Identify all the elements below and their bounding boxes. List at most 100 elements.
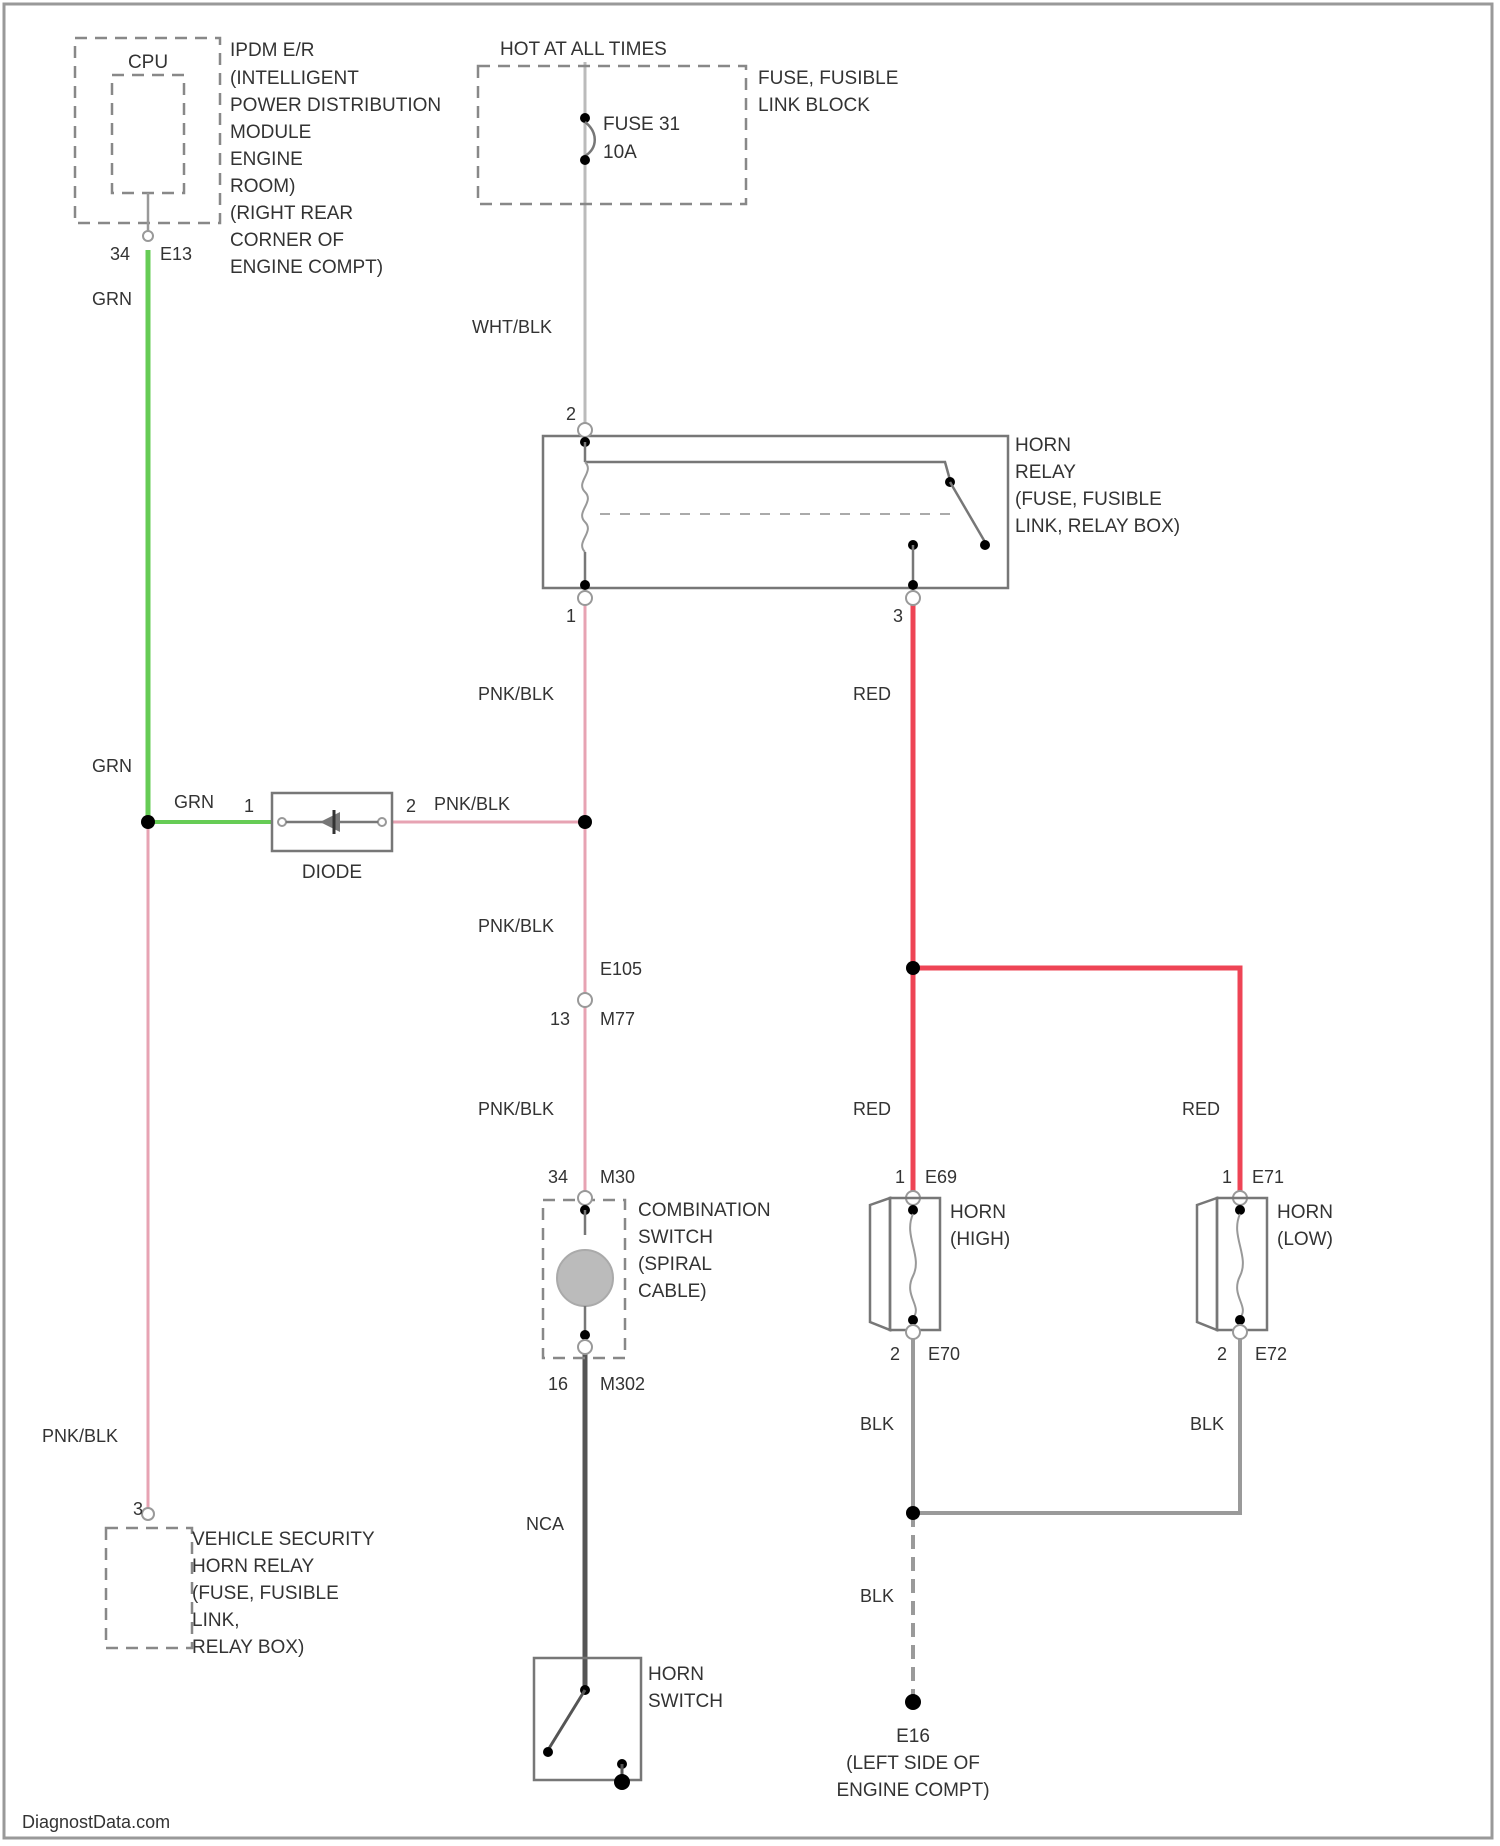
junction-blk [906,1506,920,1520]
junction-red [906,961,920,975]
wire-label-nca: NCA [526,1514,564,1534]
junction-grn [141,815,155,829]
wire-label-red: RED [853,684,891,704]
horn-relay-label-line: HORN [1015,435,1071,456]
security-relay-label-line: RELAY BOX) [192,1637,304,1658]
horn-high-icon [870,1198,890,1330]
diode-pin: 1 [244,796,254,816]
fuse-block-label-line: LINK BLOCK [758,95,870,116]
wire-label-blk: BLK [1190,1414,1224,1434]
horn-high-label-line: (HIGH) [950,1229,1010,1250]
horn-low-connector: E71 [1252,1167,1284,1187]
horn-high-pin: 2 [890,1344,900,1364]
combination-switch-pin: 34 [548,1167,568,1187]
ipdm-label-line: (RIGHT REAR [230,203,353,224]
horn-low-pin: 1 [1222,1167,1232,1187]
security-relay-label-line: (FUSE, FUSIBLE [192,1583,339,1604]
ipdm-label-line: (INTELLIGENT [230,68,359,89]
wire-red-low [913,968,1240,1198]
wire-label-pnk-blk: PNK/BLK [478,1099,554,1119]
horn-switch-label-line: HORN [648,1664,704,1685]
horn-relay-pin: 3 [893,606,903,626]
wire-label-pnk-blk: PNK/BLK [478,684,554,704]
relay-coil-icon [582,462,588,552]
combination-switch-label-line: (SPIRAL [638,1254,712,1275]
horn-high-connector: E70 [928,1344,960,1364]
combination-switch-connector: M302 [600,1374,645,1394]
security-relay-label-line: LINK, [192,1610,240,1631]
fuse-terminal-bottom [580,155,590,165]
fuse-block-header: HOT AT ALL TIMES [500,39,667,60]
diode-label: DIODE [302,862,362,883]
connector-e105-pin: 13 [550,1009,570,1029]
horn-high-label-line: HORN [950,1202,1006,1223]
vehicle-security-horn-relay: 3 VEHICLE SECURITY HORN RELAY (FUSE, FUS… [106,1499,375,1658]
ipdm-cpu-label: CPU [128,52,168,73]
combination-switch-pin: 16 [548,1374,568,1394]
horn-high-connector: E69 [925,1167,957,1187]
connector-e105-label: E105 [600,959,642,979]
footer-watermark: DiagnostData.com [22,1812,170,1832]
diode-symbol-icon [320,812,340,832]
horn-relay: HORN RELAY (FUSE, FUSIBLE LINK, RELAY BO… [543,404,1180,626]
ipdm-connector: E13 [160,244,192,264]
horn-low-pin: 2 [1217,1344,1227,1364]
ipdm-label-line: POWER DISTRIBUTION [230,95,441,116]
horn-switch-ground-icon [614,1774,630,1790]
security-relay-label-line: HORN RELAY [192,1556,314,1577]
connector-m77-label: M77 [600,1009,635,1029]
ipdm-label-line: ROOM) [230,176,295,197]
ipdm-label-line: IPDM E/R [230,40,314,61]
security-relay-label-line: VEHICLE SECURITY [192,1529,375,1550]
fuse-number: FUSE 31 [603,114,680,135]
combination-switch: COMBINATION SWITCH (SPIRAL CABLE) 34 M30… [543,1167,771,1394]
horn-switch-contact-icon [548,1690,585,1750]
ground-label-line: ENGINE COMPT) [836,1780,989,1801]
junction-pnk-blk [578,815,592,829]
wire-label-blk: BLK [860,1414,894,1434]
ground-label-line: (LEFT SIDE OF [846,1753,980,1774]
wire-label-wht-blk: WHT/BLK [472,317,552,337]
fuse-rating: 10A [603,142,637,163]
ipdm-label-line: ENGINE [230,149,303,170]
wire-label-grn: GRN [92,289,132,309]
horn-low-icon [1197,1198,1217,1330]
horn-high-pin: 1 [895,1167,905,1187]
horn-low-label-line: HORN [1277,1202,1333,1223]
wire-label-pnk-blk: PNK/BLK [42,1426,118,1446]
horn-low-label-line: (LOW) [1277,1229,1333,1250]
wire-label-blk: BLK [860,1586,894,1606]
wire-label-red: RED [853,1099,891,1119]
wire-label-pnk-blk: PNK/BLK [434,794,510,814]
combination-switch-connector: M30 [600,1167,635,1187]
horn-relay-label-line: (FUSE, FUSIBLE [1015,489,1162,510]
ipdm-label-line: ENGINE COMPT) [230,257,383,278]
ground-e16: E16 (LEFT SIDE OF ENGINE COMPT) [836,1694,989,1801]
relay-switch-contact [950,482,985,542]
horn-switch-label-line: SWITCH [648,1691,723,1712]
spiral-cable-icon [557,1250,613,1306]
diode: DIODE 1 2 [244,793,416,883]
ground-label-line: E16 [896,1726,930,1747]
horn-relay-pin: 1 [566,606,576,626]
fuse-block: HOT AT ALL TIMES FUSE, FUSIBLE LINK BLOC… [478,39,898,204]
horn-relay-label-line: RELAY [1015,462,1076,483]
wire-label-pnk-blk: PNK/BLK [478,916,554,936]
combination-switch-label-line: COMBINATION [638,1200,771,1221]
combination-switch-label-line: SWITCH [638,1227,713,1248]
wire-label-red: RED [1182,1099,1220,1119]
wire-label-grn: GRN [174,792,214,812]
ground-icon [905,1694,921,1710]
security-relay-pin: 3 [133,1499,143,1519]
ipdm-label-line: MODULE [230,122,311,143]
ipdm-pin: 34 [110,244,130,264]
ipdm-module: CPU IPDM E/R (INTELLIGENT POWER DISTRIBU… [75,38,441,278]
horn-relay-pin: 2 [566,404,576,424]
horn-switch: HORN SWITCH [534,1658,723,1790]
diode-pin: 2 [406,796,416,816]
ipdm-label-line: CORNER OF [230,230,344,251]
horn-low-connector: E72 [1255,1344,1287,1364]
fuse-block-label-line: FUSE, FUSIBLE [758,68,898,89]
fuse-terminal-top [580,113,590,123]
